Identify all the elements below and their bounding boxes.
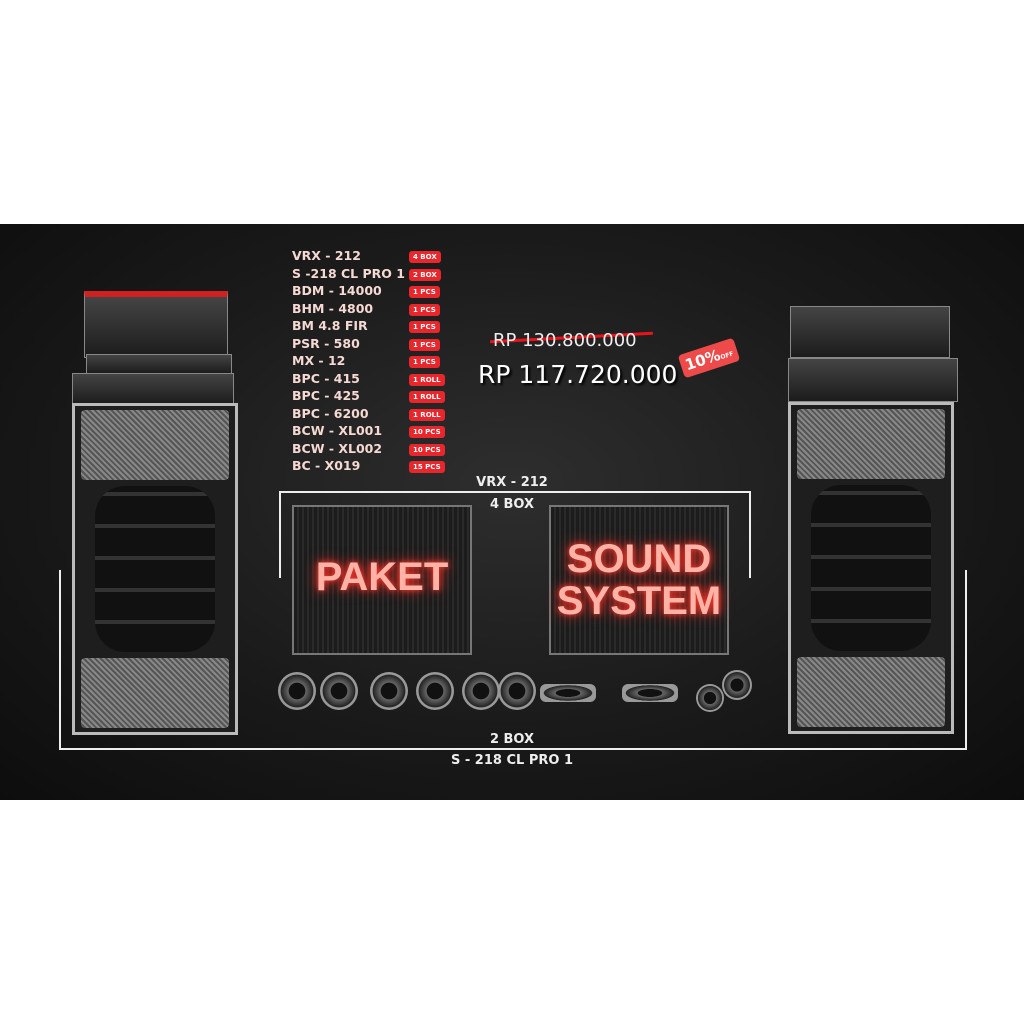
bracket-top <box>279 491 751 578</box>
item-name: BDM - 14000 <box>292 283 382 298</box>
neon-system: SYSTEM <box>556 579 722 623</box>
item-qty-badge: 1 PCS <box>409 321 440 333</box>
item-name: BHM - 4800 <box>292 300 374 316</box>
item-qty-badge: 10 PCS <box>409 443 445 456</box>
bottom-qty-label: 2 BOX <box>489 732 535 747</box>
subwoofer-left-image <box>72 403 238 735</box>
item-name: PSR - 580 <box>292 335 360 351</box>
item-qty-badge: 1 ROLL <box>409 408 445 421</box>
item-name: S -218 CL PRO 1 <box>292 265 405 281</box>
neon-paket: PAKET <box>315 555 449 599</box>
top-model-label: VRX - 212 <box>476 475 548 490</box>
item-qty-badge: 1 PCS <box>409 356 440 368</box>
cable-roll-4-image <box>416 672 454 710</box>
cable-roll-6-image <box>498 672 536 710</box>
cable-roll-2-image <box>320 672 358 710</box>
item-name: MX - 12 <box>292 353 346 368</box>
cable-roll-5-image <box>462 672 500 710</box>
item-qty-badge: 1 ROLL <box>409 373 445 386</box>
item-qty-badge: 10 PCS <box>409 426 445 438</box>
item-name: BCW - XL002 <box>292 440 383 456</box>
item-name: BPC - 6200 <box>292 405 369 421</box>
xlr-connector-1-image <box>540 684 596 702</box>
bracket-bottom <box>59 570 967 750</box>
speakon-connector-1-image <box>696 684 724 712</box>
item-name: BM 4.8 FIR <box>292 318 368 333</box>
item-qty-badge: 1 PCS <box>409 286 440 298</box>
power-amp-image <box>788 358 958 402</box>
new-price: RP 117.720.000 <box>478 360 678 389</box>
cable-roll-1-image <box>278 672 316 710</box>
item-name: VRX - 212 <box>292 248 361 263</box>
amplifier-image <box>790 306 950 358</box>
item-qty-badge: 1 PCS <box>409 338 440 351</box>
top-qty-label: 4 BOX <box>489 497 535 512</box>
xlr-connector-2-image <box>622 684 678 702</box>
speakon-connector-2-image <box>722 670 752 700</box>
item-qty-badge: 2 BOX <box>409 268 441 281</box>
processor-image <box>86 354 232 374</box>
cable-roll-3-image <box>370 672 408 710</box>
item-name: BPC - 425 <box>292 388 360 403</box>
crossover-image <box>72 373 234 405</box>
item-name: BCW - XL001 <box>292 423 383 438</box>
neon-sound: SOUND <box>566 537 712 581</box>
item-qty-badge: 1 PCS <box>409 303 440 316</box>
old-price: RP 130.800.000 <box>493 330 637 351</box>
discount-off: OFF <box>719 350 735 362</box>
mixer-image <box>84 291 228 358</box>
item-name: BC - X019 <box>292 458 361 473</box>
bottom-model-label: S - 218 CL PRO 1 <box>451 753 573 768</box>
subwoofer-right-image <box>788 402 954 734</box>
item-qty-badge: 15 PCS <box>409 461 445 473</box>
line-array-left-image: PAKET <box>292 505 472 655</box>
item-name: BPC - 415 <box>292 370 360 386</box>
item-qty-badge: 1 ROLL <box>409 391 445 403</box>
item-qty-badge: 4 BOX <box>409 251 441 263</box>
